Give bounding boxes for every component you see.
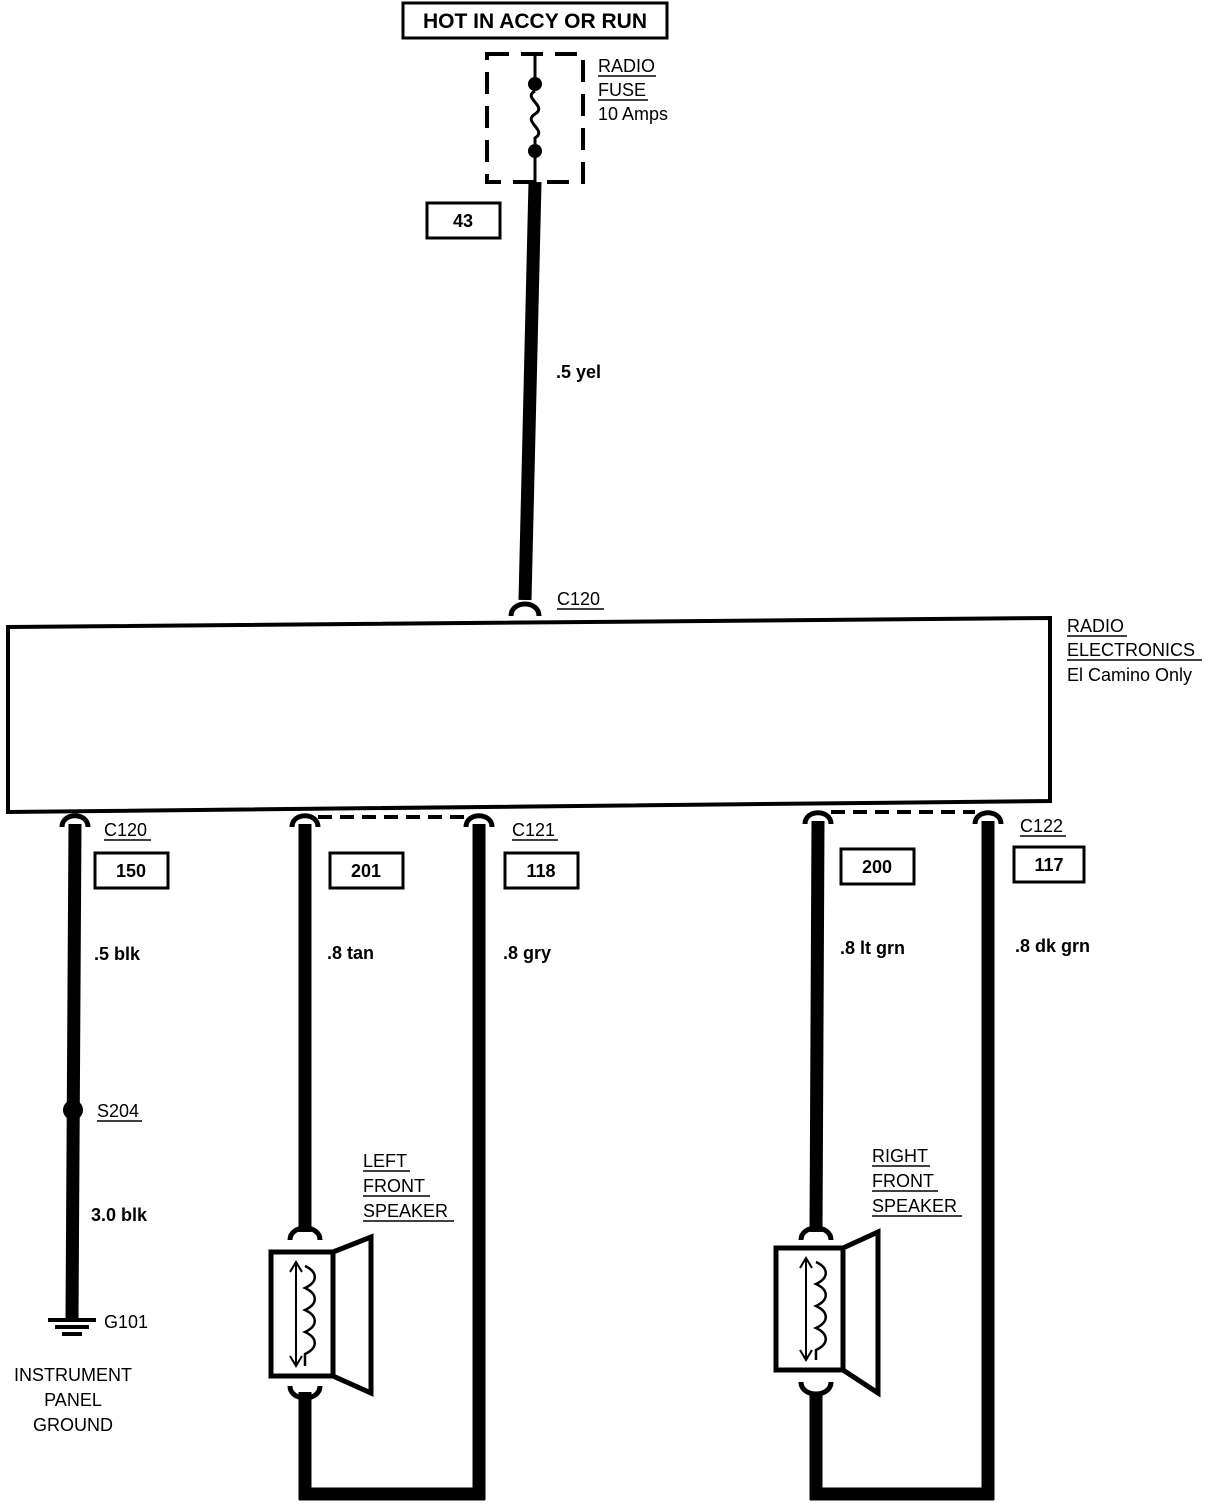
splice-s204-icon xyxy=(63,1100,83,1120)
ground-circuit: C120 150 .5 blk S204 3.0 blk G101 INSTRU… xyxy=(14,813,170,1435)
ground-point-line3: GROUND xyxy=(33,1415,113,1435)
right-speaker-circuit: C122 200 .8 lt grn 117 .8 dk grn RIGHT F… xyxy=(773,810,1090,1501)
circuit-117-box xyxy=(1012,845,1086,884)
connector-c120-top-icon xyxy=(508,601,542,617)
circuit-117-number: 117 xyxy=(1034,855,1063,875)
module-label-line1: RADIO xyxy=(1067,616,1124,636)
connector-c120-bottom: C120 xyxy=(104,820,147,840)
fuse-element-icon xyxy=(529,89,541,144)
circuit-201-box xyxy=(328,851,405,890)
right-speaker-line3: SPEAKER xyxy=(872,1196,957,1216)
radio-electronics-module: RADIO ELECTRONICS El Camino Only xyxy=(6,615,1202,815)
left-speaker-line1: LEFT xyxy=(363,1151,407,1171)
circuit-118-box xyxy=(503,851,580,890)
circuit-200-box xyxy=(839,847,916,886)
left-tan-wire-color: .8 tan xyxy=(327,943,374,963)
circuit-43-box xyxy=(425,201,502,240)
power-circuit: 43 .5 yel C120 xyxy=(425,181,604,617)
right-ltgrn-wire-color: .8 lt grn xyxy=(840,938,905,958)
right-speaker-line1: RIGHT xyxy=(872,1146,928,1166)
radio-fuse: RADIO FUSE 10 Amps xyxy=(485,52,668,184)
power-source-box xyxy=(401,1,669,40)
module-label-line2: ELECTRONICS xyxy=(1067,640,1195,660)
left-gry-wire-color: .8 gry xyxy=(503,943,551,963)
circuit-150-box xyxy=(93,851,170,890)
left-speaker-line2: FRONT xyxy=(363,1176,425,1196)
left-speaker-line3: SPEAKER xyxy=(363,1201,448,1221)
circuit-43-number: 43 xyxy=(453,211,473,231)
power-source-label: HOT IN ACCY OR RUN xyxy=(423,10,647,33)
fuse-label-line1: RADIO xyxy=(598,56,655,76)
ground-wire xyxy=(65,823,82,1319)
ground-point-line2: PANEL xyxy=(44,1390,102,1410)
left-speaker-circuit: C121 201 .8 tan 118 .8 gry LEFT FRONT xyxy=(268,813,580,1501)
fuse-terminal-top xyxy=(528,77,542,91)
power-wire xyxy=(518,181,542,601)
radio-module-box xyxy=(6,615,1052,815)
module-note: El Camino Only xyxy=(1067,665,1192,685)
right-dkgrn-wire-color: .8 dk grn xyxy=(1015,936,1090,956)
splice-s204-label: S204 xyxy=(97,1101,139,1121)
ground-wire-3-color: 3.0 blk xyxy=(91,1205,148,1225)
ground-symbol-icon xyxy=(48,1318,96,1336)
connector-c120-bottom-icon xyxy=(59,813,91,828)
connector-c122: C122 xyxy=(1020,816,1063,836)
ground-wire-color: .5 blk xyxy=(94,944,141,964)
circuit-200-number: 200 xyxy=(862,857,892,877)
power-wire-color: .5 yel xyxy=(556,362,601,382)
right-speaker-line2: FRONT xyxy=(872,1171,934,1191)
fuse-label-line2: FUSE xyxy=(598,80,646,100)
ground-point-id: G101 xyxy=(104,1312,148,1332)
circuit-201-number: 201 xyxy=(351,861,381,881)
circuit-118-number: 118 xyxy=(526,861,555,881)
right-speaker-icon xyxy=(773,1225,881,1398)
right-ltgrn-wire xyxy=(809,820,825,1233)
circuit-150-number: 150 xyxy=(116,861,146,881)
connector-c120-top: C120 xyxy=(557,589,600,609)
power-source: HOT IN ACCY OR RUN xyxy=(401,1,669,40)
left-speaker-icon xyxy=(268,1225,374,1401)
connector-c121: C121 xyxy=(512,820,555,840)
ground-point-line1: INSTRUMENT xyxy=(14,1365,132,1385)
fuse-rating: 10 Amps xyxy=(598,104,668,124)
